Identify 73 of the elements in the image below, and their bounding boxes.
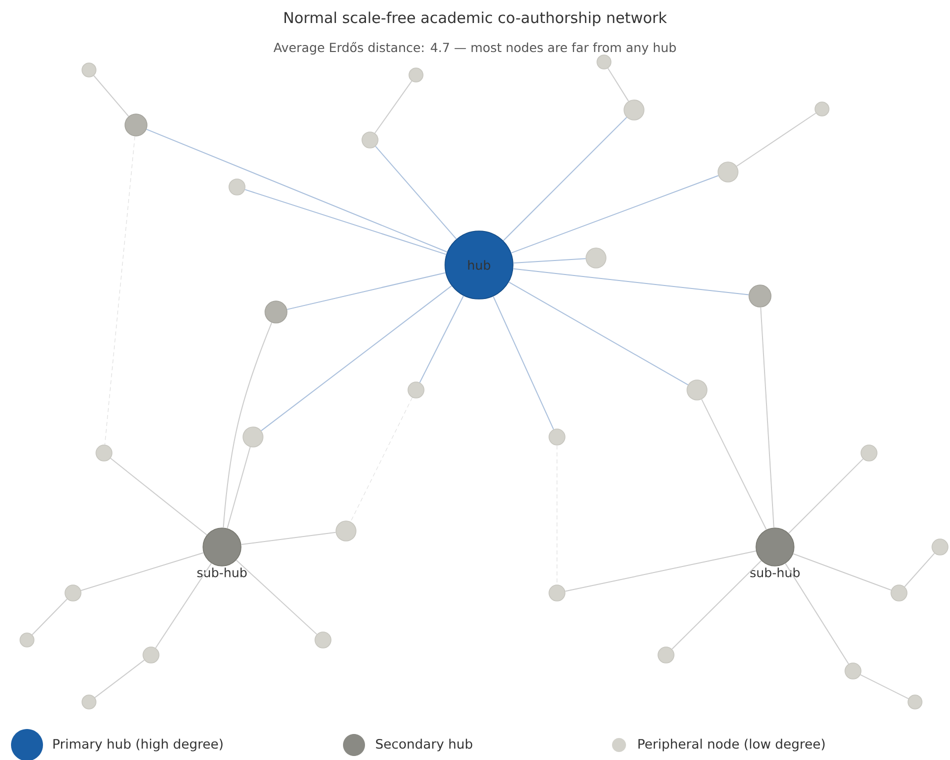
peripheral-node bbox=[548, 584, 566, 602]
secondary-node bbox=[124, 114, 148, 136]
peripheral-node bbox=[82, 62, 96, 78]
peripheral-node bbox=[228, 178, 246, 196]
peripheral-node bbox=[64, 584, 82, 602]
edge-line bbox=[492, 296, 554, 430]
edge-line bbox=[784, 562, 850, 664]
edge-line bbox=[104, 136, 136, 445]
edge-line bbox=[146, 128, 448, 252]
edge-line bbox=[502, 116, 628, 242]
edge-line bbox=[512, 268, 750, 296]
edge-line bbox=[419, 295, 464, 383]
peripheral-node bbox=[932, 538, 948, 556]
peripheral-node bbox=[362, 132, 378, 148]
edge-line bbox=[236, 560, 318, 635]
peripheral-node bbox=[844, 662, 862, 680]
peripheral-node bbox=[408, 382, 424, 398]
edge-line bbox=[510, 175, 719, 254]
peripheral-node bbox=[96, 444, 112, 462]
edge-line bbox=[226, 446, 251, 529]
node-label: sub-hub bbox=[750, 568, 800, 578]
secondary-node bbox=[264, 300, 288, 324]
title: Normal scale-free academic co-authorship network bbox=[284, 12, 667, 26]
edge-line bbox=[222, 322, 272, 528]
edge-line bbox=[904, 552, 935, 588]
edge-line bbox=[94, 660, 145, 698]
edge-line bbox=[93, 75, 130, 117]
edge-line bbox=[701, 398, 767, 530]
edge-line bbox=[860, 674, 909, 700]
peripheral-node bbox=[586, 248, 606, 268]
edge-line bbox=[607, 68, 629, 102]
legend-label: Peripheral node (low degree) bbox=[638, 738, 825, 752]
peripheral-node bbox=[314, 632, 332, 648]
edge-line bbox=[736, 112, 816, 167]
peripheral-node bbox=[658, 646, 674, 664]
peripheral-node bbox=[548, 428, 566, 446]
node-label: sub-hub bbox=[197, 568, 247, 578]
edge-line bbox=[240, 532, 336, 546]
peripheral-node bbox=[908, 694, 922, 710]
peripheral-node bbox=[596, 54, 612, 70]
legend-label: Primary hub (high degree) bbox=[53, 738, 223, 752]
edge-line bbox=[244, 189, 447, 255]
edge-line bbox=[374, 80, 412, 134]
edge-line bbox=[788, 458, 864, 534]
subtitle: Average Erdős distance: 4.7 — most nodes are far from any hub bbox=[274, 42, 676, 55]
peripheral-node bbox=[242, 426, 264, 448]
peripheral-node bbox=[336, 520, 356, 542]
secondary-node bbox=[748, 284, 772, 308]
legend-label: Secondary hub bbox=[376, 738, 472, 752]
edge-line bbox=[80, 552, 204, 592]
peripheral-node bbox=[408, 68, 424, 82]
edge-line bbox=[155, 562, 212, 648]
edge-line bbox=[564, 550, 757, 592]
edge-line bbox=[260, 285, 452, 432]
edge-line bbox=[760, 306, 774, 528]
edge-line bbox=[512, 258, 586, 264]
edge-line bbox=[671, 560, 762, 650]
edge-line bbox=[32, 598, 68, 636]
edge-line bbox=[508, 282, 688, 386]
peripheral-node bbox=[890, 584, 908, 602]
peripheral-node bbox=[20, 632, 34, 648]
peripheral-node bbox=[860, 444, 878, 462]
peripheral-node bbox=[142, 646, 160, 664]
edge-line bbox=[375, 146, 457, 240]
peripheral-node bbox=[814, 102, 830, 116]
peripheral-node bbox=[82, 694, 96, 710]
edge-line bbox=[792, 553, 892, 591]
peripheral-node bbox=[624, 100, 644, 120]
edge-line bbox=[350, 397, 412, 522]
edge-line bbox=[110, 458, 208, 536]
peripheral-node bbox=[686, 380, 708, 400]
edge-line bbox=[286, 272, 446, 310]
peripheral-node bbox=[718, 162, 738, 182]
